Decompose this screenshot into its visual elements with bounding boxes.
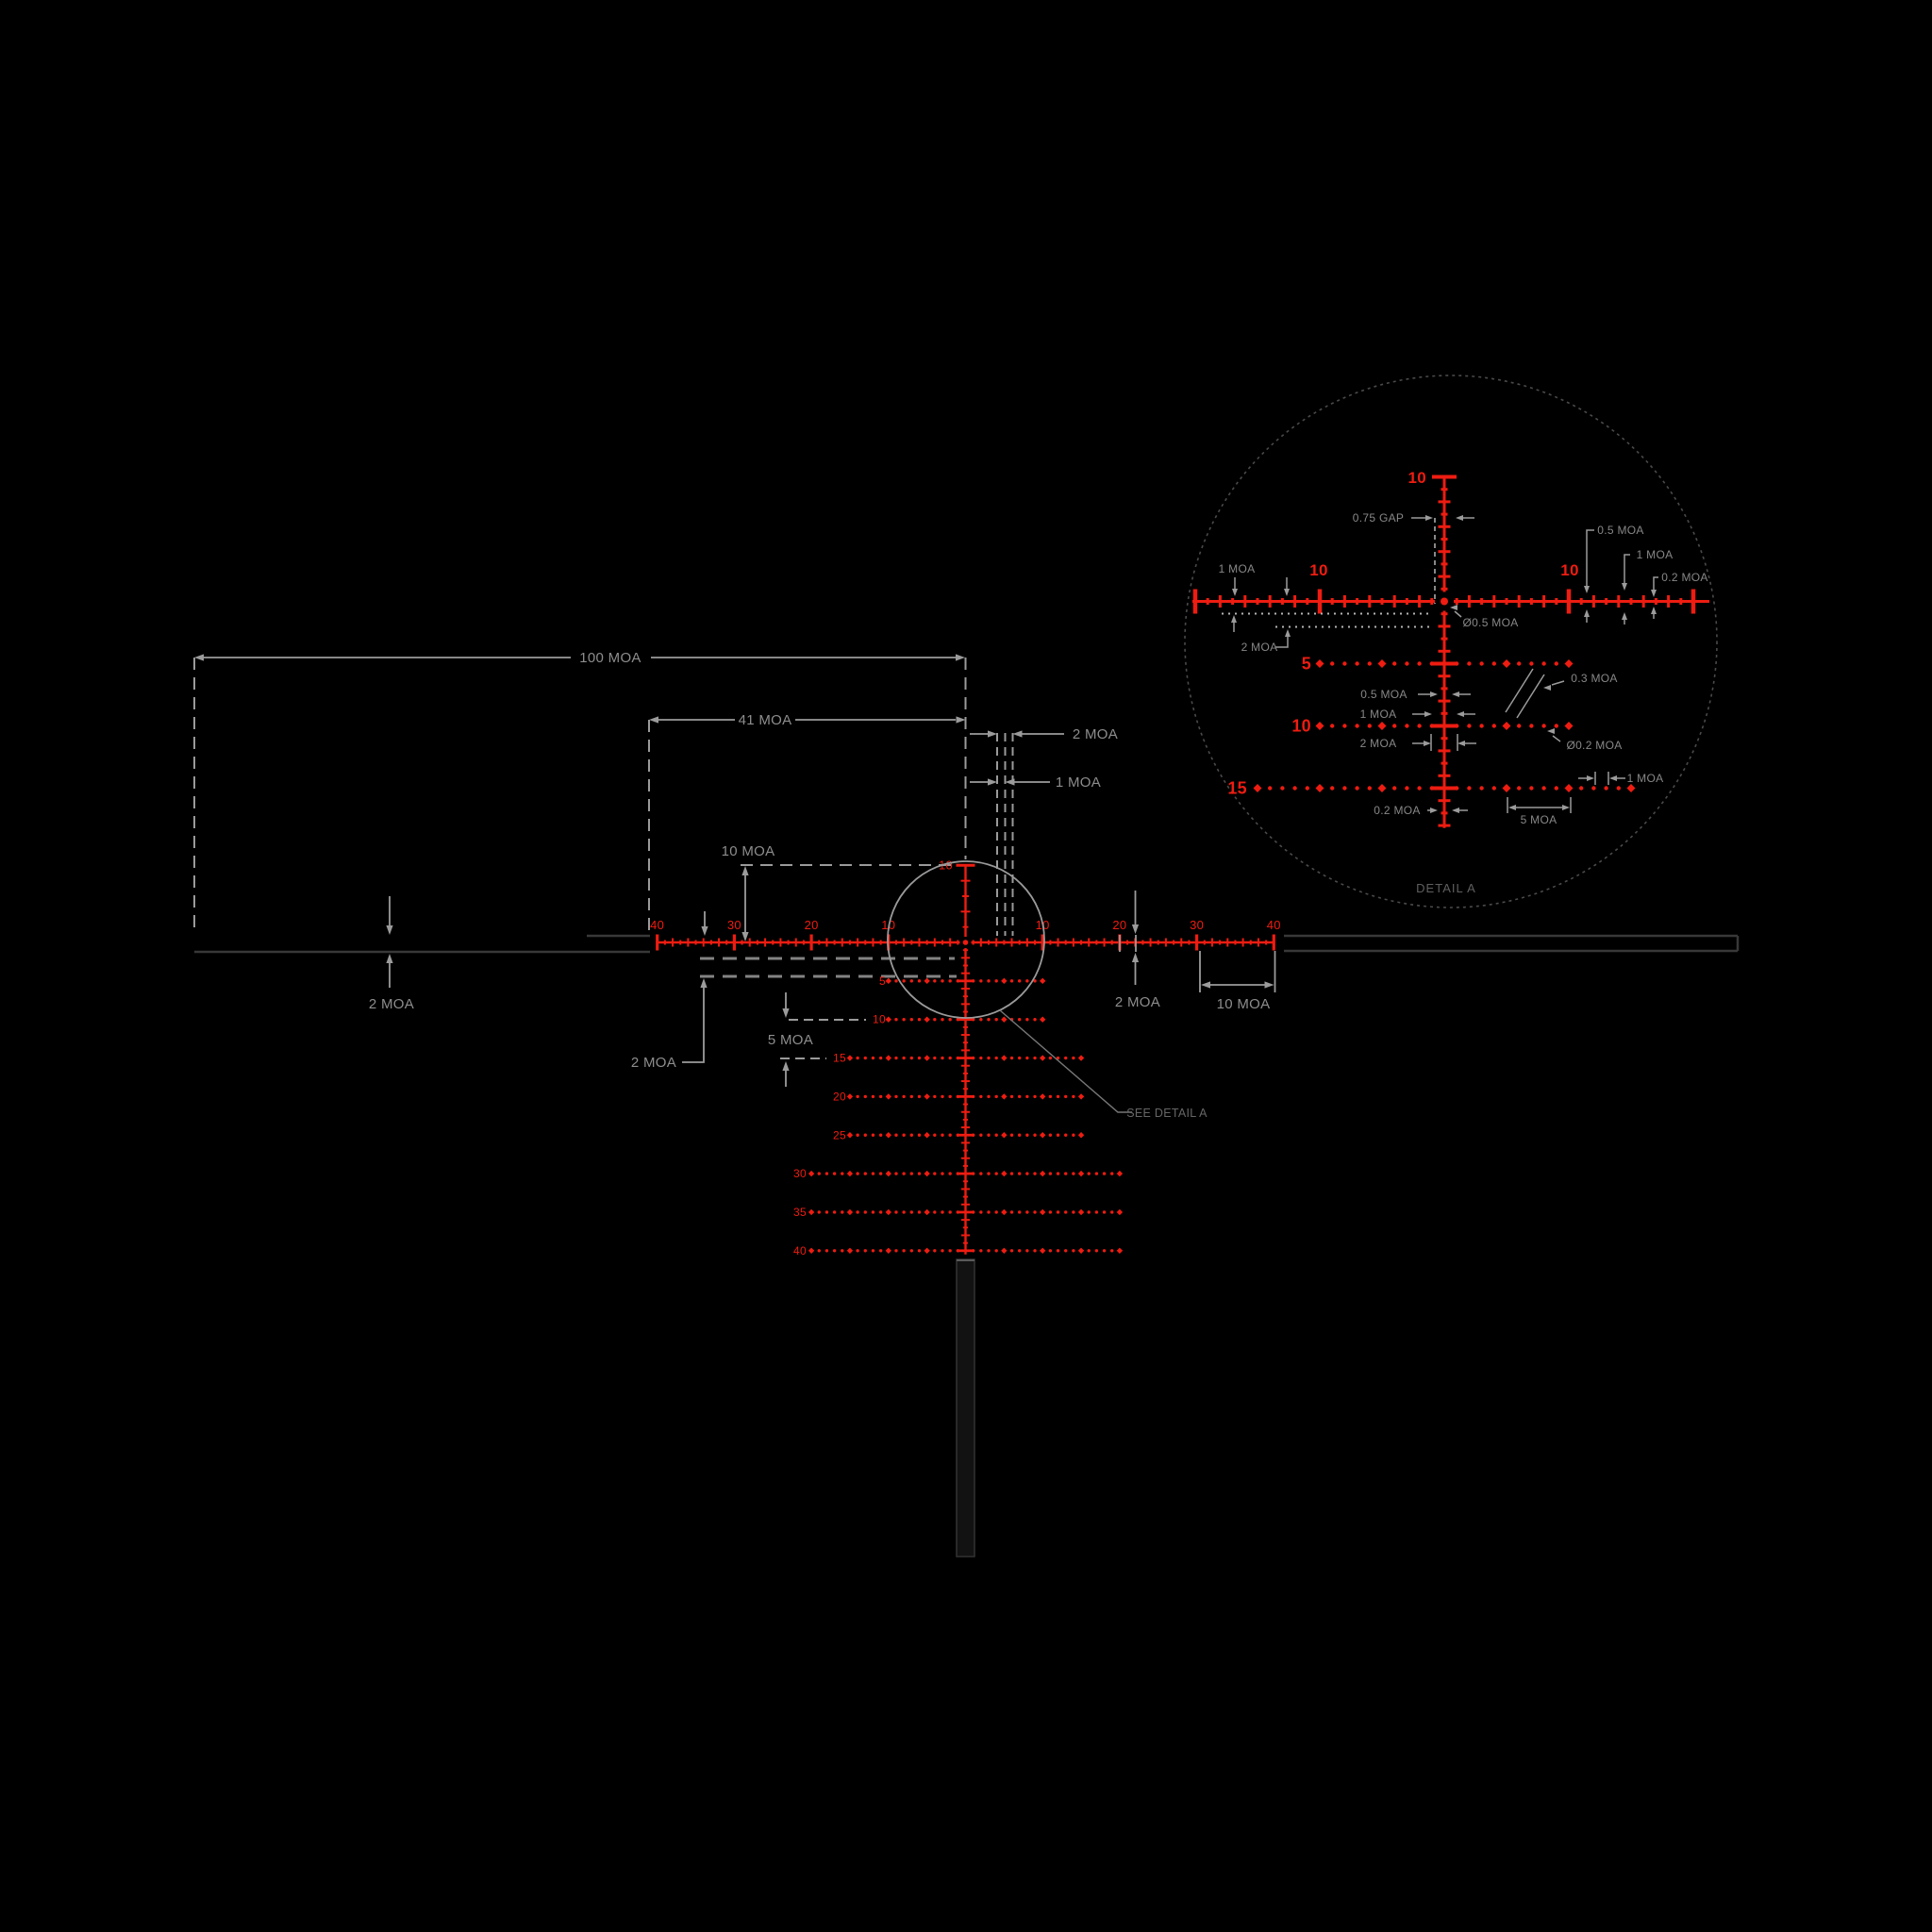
detail-02moa-r-label: 0.2 MOA (1661, 571, 1707, 584)
generated-label: 40 (1267, 918, 1281, 932)
detail-05moa-m-label: 0.5 MOA (1360, 688, 1407, 701)
dim-41moa-label: 41 MOA (739, 712, 792, 728)
detail-2moa-m-label: 2 MOA (1360, 737, 1397, 750)
detail-dotdia-label: Ø0.2 MOA (1566, 739, 1622, 752)
detail-02moa-b-label: 0.2 MOA (1374, 804, 1420, 817)
detail-1moa-m-label: 1 MOA (1360, 708, 1397, 721)
detail-centerdot-label: Ø0.5 MOA (1462, 616, 1518, 629)
generated-label: 30 (1190, 918, 1204, 932)
dim-2moa-top-label: 2 MOA (1073, 726, 1118, 742)
detail-03moa-label: 0.3 MOA (1571, 672, 1617, 685)
detail-reticle: 5 10 15 (1192, 475, 1709, 828)
see-detail-note: SEE DETAIL A (1126, 1107, 1208, 1120)
generated-label: 20 (805, 918, 819, 932)
detail-1moa-r-label: 1 MOA (1637, 548, 1674, 561)
detail-left-10: 10 (1309, 561, 1328, 579)
generated-label: 15 (833, 1052, 846, 1065)
detail-gap-label: 0.75 GAP (1353, 511, 1404, 525)
generated-label: 20 (1112, 918, 1126, 932)
dim-10moa-vert-label: 10 MOA (722, 843, 775, 859)
detail-right-10: 10 (1560, 561, 1579, 579)
detail-2moa-l-label: 2 MOA (1241, 641, 1278, 654)
detail-5moa-b-label: 5 MOA (1521, 813, 1557, 826)
detail-title: DETAIL A (1416, 881, 1476, 895)
detail-dimension-lines (1231, 515, 1658, 813)
dim-10moa-right-label: 10 MOA (1217, 996, 1271, 1012)
detail-1moa-tl-label: 1 MOA (1219, 562, 1256, 575)
scope-posts (194, 934, 1740, 1557)
dim-100moa-label: 100 MOA (579, 650, 641, 666)
generated-label: 35 (793, 1206, 807, 1219)
generated-label: 10 (939, 858, 953, 872)
generated-label: 5 (879, 974, 886, 988)
dim-2moa-mid-label: 2 MOA (631, 1055, 676, 1071)
dim-2moa-left-label: 2 MOA (369, 996, 414, 1012)
generated-label: 15 (1227, 779, 1247, 798)
generated-label: 10 (1291, 717, 1311, 736)
generated-label: 5 (1302, 655, 1311, 674)
generated-label: 30 (793, 1167, 807, 1180)
detail-top-10: 10 (1407, 469, 1426, 487)
detail-05moa-r-label: 0.5 MOA (1597, 524, 1643, 537)
dim-2moa-right-label: 2 MOA (1115, 994, 1160, 1010)
detail-1moa-br-label: 1 MOA (1627, 772, 1664, 785)
generated-label: 30 (727, 918, 741, 932)
detail-callout-circle (887, 860, 1045, 1019)
bottom-post (956, 1258, 975, 1557)
labels-layer: 100 MOA 41 MOA 2 MOA 1 MOA 10 MOA 2 MOA … (369, 469, 1708, 1120)
detail-view-circle (1184, 375, 1718, 908)
generated-label: 20 (833, 1090, 846, 1103)
dim-5moa-mid-label: 5 MOA (768, 1032, 813, 1048)
detail-dashed-guides (1222, 518, 1436, 628)
generated-label: 10 (873, 1013, 886, 1026)
dashed-guide-lines (193, 658, 1014, 1059)
dimension-lines (194, 654, 1276, 1113)
generated-label: 40 (793, 1244, 807, 1257)
generated-label: 25 (833, 1128, 846, 1141)
generated-label: 40 (650, 918, 664, 932)
dim-1moa-top-label: 1 MOA (1056, 774, 1101, 791)
